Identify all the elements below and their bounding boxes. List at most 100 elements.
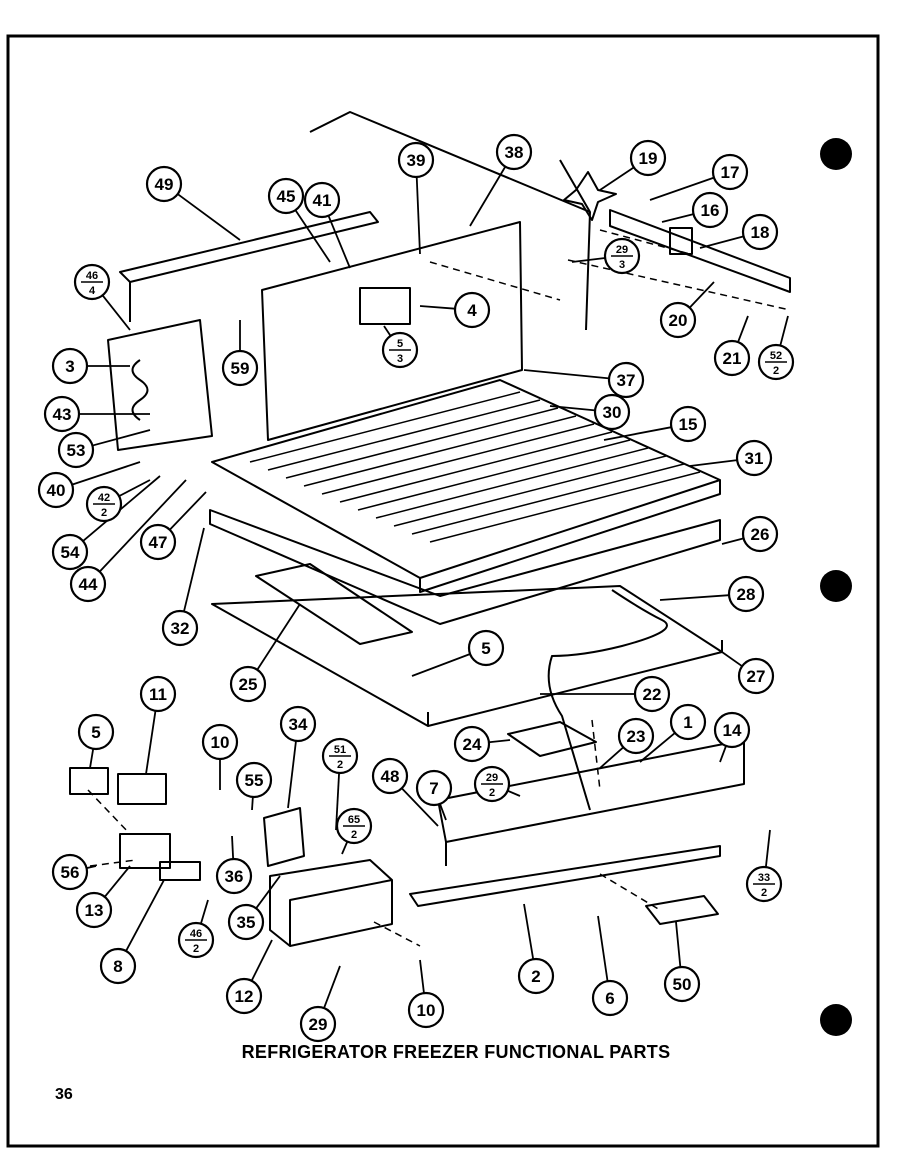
fraction-numerator: 51	[334, 744, 346, 756]
leader-c44	[99, 479, 187, 573]
callout-c30: 30	[593, 393, 631, 431]
leader-f29_2	[507, 789, 521, 797]
callout-circle	[235, 761, 273, 799]
fraction-numerator: 65	[348, 814, 360, 826]
callout-c40: 40	[37, 471, 75, 509]
callout-c31: 31	[735, 439, 773, 477]
callout-circle	[77, 713, 115, 751]
leader-c38	[469, 166, 507, 227]
leader-c36	[231, 835, 235, 860]
leader-c55	[251, 796, 254, 811]
callout-circle	[139, 675, 177, 713]
callout-circle	[495, 133, 533, 171]
callout-label: 17	[721, 163, 740, 182]
callout-label: 22	[643, 685, 662, 704]
fraction-numerator: 29	[616, 244, 628, 256]
callout-circle	[453, 291, 491, 329]
callout-c11: 11	[139, 675, 177, 713]
callout-circle	[43, 395, 81, 433]
callout-label: 23	[627, 727, 646, 746]
light-lens	[409, 845, 721, 907]
leader-c8	[125, 879, 165, 952]
leader-c27	[721, 651, 743, 667]
callout-label: 44	[79, 575, 98, 594]
fraction-numerator: 29	[486, 772, 498, 784]
fraction-denominator: 2	[761, 887, 767, 899]
fraction-callout-f46_2: 462	[177, 921, 215, 959]
callout-label: 15	[679, 415, 698, 434]
callout-circle	[633, 675, 671, 713]
callout-circle	[407, 991, 445, 1029]
leader-c35	[255, 875, 281, 909]
fraction-numerator: 46	[86, 270, 98, 282]
callout-circle	[145, 165, 183, 203]
fraction-callout-f42_2: 422	[85, 485, 123, 523]
callout-circle	[629, 139, 667, 177]
terminal-block	[159, 861, 201, 881]
leader-c16	[661, 213, 694, 223]
callout-label: 6	[605, 989, 614, 1008]
leader-c17	[649, 176, 715, 201]
leader-c2	[523, 903, 535, 960]
callout-c10b: 10	[407, 991, 445, 1029]
callout-c21: 21	[713, 339, 751, 377]
callout-c39: 39	[397, 141, 435, 179]
page-border	[6, 34, 880, 1148]
callout-c48: 48	[371, 757, 409, 795]
callout-c17: 17	[711, 153, 749, 191]
callout-c49: 49	[145, 165, 183, 203]
callout-label: 36	[225, 867, 244, 886]
callout-c20: 20	[659, 301, 697, 339]
callout-circle	[69, 565, 107, 603]
callout-c47: 47	[139, 523, 177, 561]
callout-circle	[229, 665, 267, 703]
callout-label: 12	[235, 987, 254, 1006]
callout-c56: 56	[51, 853, 89, 891]
leader-c28	[659, 594, 730, 601]
leader-c30	[549, 405, 596, 412]
callout-circle	[37, 471, 75, 509]
callout-label: 5	[91, 723, 100, 742]
callout-circle	[227, 903, 265, 941]
leader-c29	[323, 965, 341, 1009]
callout-circle	[279, 705, 317, 743]
leader-c12	[250, 939, 273, 982]
motor-bracket	[609, 209, 791, 293]
callout-label: 54	[61, 543, 80, 562]
callout-circle	[659, 301, 697, 339]
callout-circle	[99, 947, 137, 985]
leader-c56	[86, 865, 97, 870]
capacitor-block	[117, 773, 167, 805]
leader-c7	[439, 803, 447, 821]
callout-label: 10	[417, 1001, 436, 1020]
callout-c54: 54	[51, 533, 89, 571]
callout-label: 4	[467, 301, 477, 320]
callout-c5a: 5	[467, 629, 505, 667]
leader-c23	[599, 746, 624, 769]
leader-c24	[488, 739, 511, 744]
callout-label: 19	[639, 149, 658, 168]
leader-c20	[689, 281, 715, 309]
callout-circle	[669, 703, 707, 741]
callout-label: 53	[67, 441, 86, 460]
callout-c38: 38	[495, 133, 533, 171]
callout-c44: 44	[69, 565, 107, 603]
page-title: REFRIGERATOR FREEZER FUNCTIONAL PARTS	[241, 1042, 671, 1062]
leader-c21	[737, 315, 749, 343]
leader-c19	[599, 166, 635, 191]
callout-label: 43	[53, 405, 72, 424]
leader-f33_2	[764, 829, 771, 868]
mullion-panel	[119, 211, 379, 322]
callout-label: 26	[751, 525, 770, 544]
callout-circle	[75, 891, 113, 929]
defrost-timer	[359, 287, 411, 325]
fraction-callout-f51_2: 512	[321, 737, 359, 775]
cover-plate	[645, 895, 719, 925]
callout-label: 35	[237, 913, 256, 932]
callout-circle	[57, 431, 95, 469]
fraction-callout-f29_2: 292	[473, 765, 511, 803]
callout-label: 50	[673, 975, 692, 994]
insulation-pad	[255, 563, 413, 645]
leader-f52_2	[779, 315, 789, 346]
